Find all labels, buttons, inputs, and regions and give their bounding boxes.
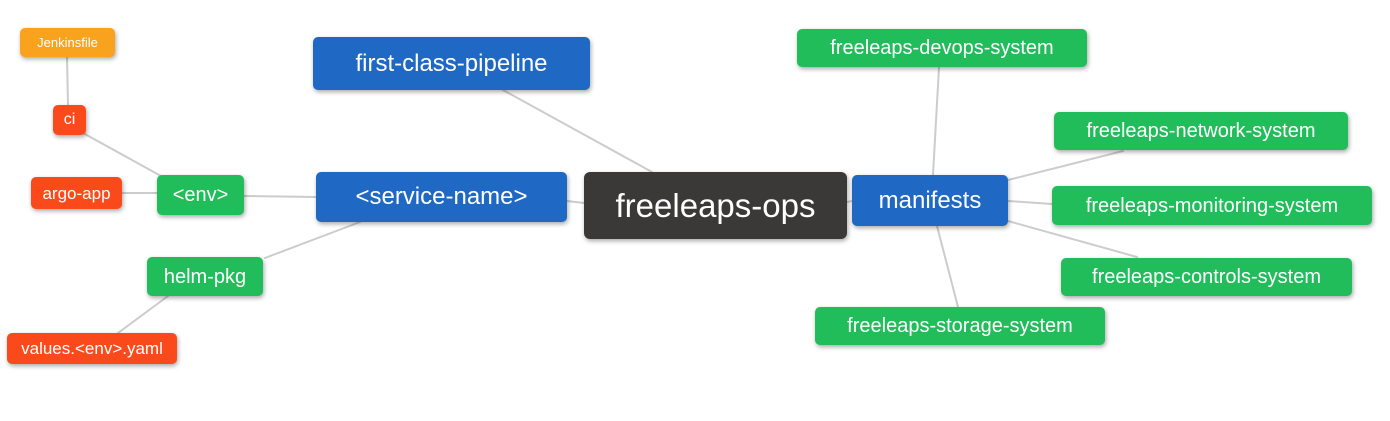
edge-manifests-monitoring [1007,200,1053,205]
node-manifests[interactable]: manifests [852,175,1008,226]
node-freeleaps-controls-system[interactable]: freeleaps-controls-system [1061,258,1352,296]
edge-helmpkg-servicename [264,221,361,259]
node-freeleaps-monitoring-system[interactable]: freeleaps-monitoring-system [1052,186,1372,225]
node-env[interactable]: <env> [157,175,244,215]
node-freeleaps-ops-root[interactable]: freeleaps-ops [584,172,847,239]
node-freeleaps-network-system[interactable]: freeleaps-network-system [1054,112,1348,150]
edge-manifests-devops [932,66,940,176]
edge-servicename-ops [566,200,585,204]
edge-values-helmpkg [117,295,169,334]
edge-jenkinsfile-ci [66,57,69,106]
node-service-name[interactable]: <service-name> [316,172,567,222]
node-values-env-yaml[interactable]: values.<env>.yaml [7,333,177,364]
node-first-class-pipeline[interactable]: first-class-pipeline [313,37,590,90]
node-jenkinsfile[interactable]: Jenkinsfile [20,28,115,57]
edge-manifests-controls [1007,220,1138,258]
node-ci[interactable]: ci [53,105,86,135]
edge-pipeline-ops [502,89,653,173]
edge-manifests-storage [936,225,959,308]
node-freeleaps-devops-system[interactable]: freeleaps-devops-system [797,29,1087,67]
edge-manifests-network [1007,150,1124,181]
node-argo-app[interactable]: argo-app [31,177,122,209]
edge-env-servicename [243,195,317,198]
node-helm-pkg[interactable]: helm-pkg [147,257,263,296]
edge-ops-manifests [846,200,853,203]
node-freeleaps-storage-system[interactable]: freeleaps-storage-system [815,307,1105,345]
edge-ci-env [82,132,162,177]
